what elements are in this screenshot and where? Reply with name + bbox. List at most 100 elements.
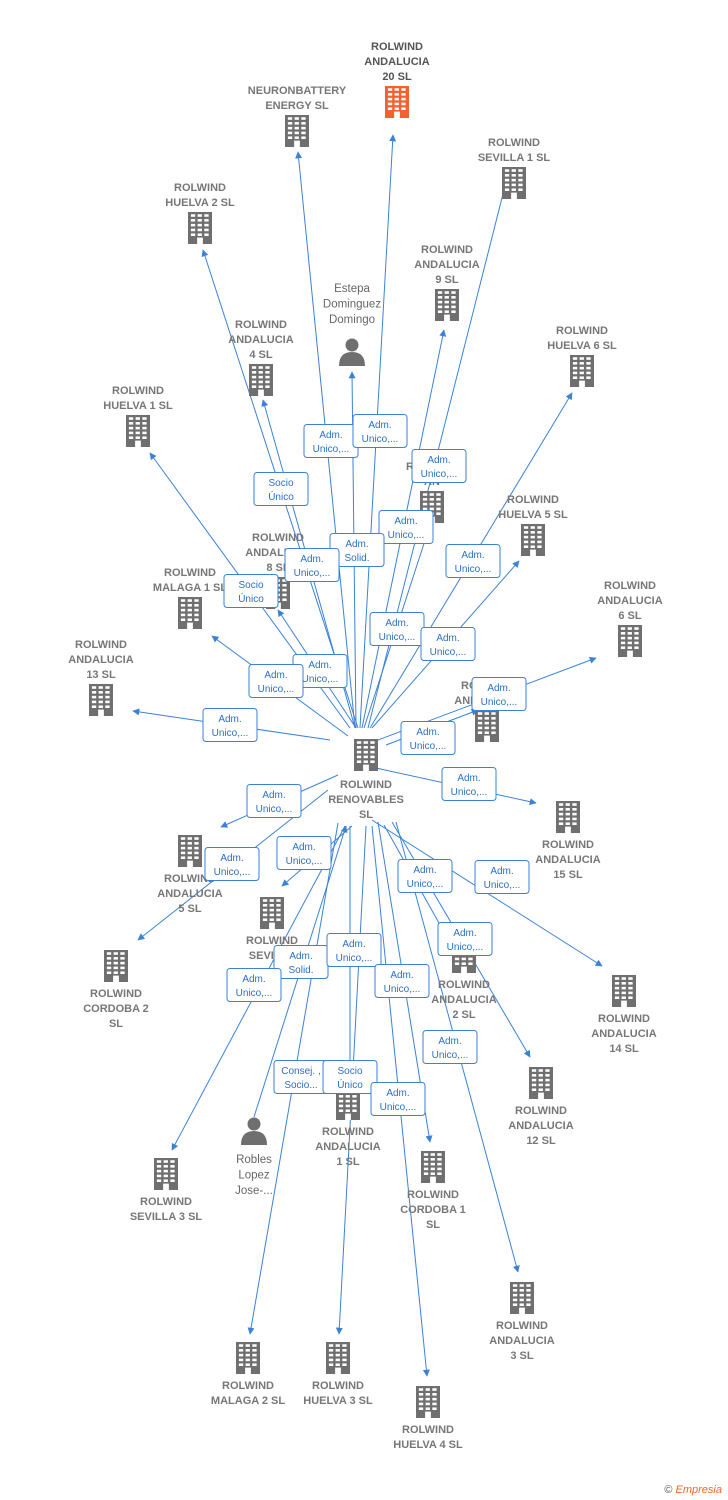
building-icon <box>421 1151 445 1183</box>
relation-label-r20[interactable]: Adm.Unico,... <box>204 847 260 881</box>
relation-label-r13[interactable]: Adm.Unico,... <box>248 664 304 698</box>
relation-label-r24[interactable]: Adm.Solid. <box>273 945 329 979</box>
person-node-robles[interactable]: RoblesLopezJose-... <box>235 1117 273 1198</box>
relation-label-r14[interactable]: Adm.Unico,... <box>471 677 527 711</box>
footer-brand[interactable]: ©Empresia <box>664 1484 722 1496</box>
relation-label-r5[interactable]: Adm.Unico,... <box>378 510 434 544</box>
relation-label-r3[interactable]: Adm.Unico,... <box>411 449 467 483</box>
relation-label-text: Adm. <box>436 633 459 644</box>
building-icon <box>502 167 526 199</box>
relation-label-text: Unico,... <box>481 697 518 708</box>
relation-label-box <box>445 544 501 578</box>
relation-label-r26[interactable]: Adm.Unico,... <box>226 968 282 1002</box>
node-label-line: ROLWIND <box>604 580 656 592</box>
relation-label-r27[interactable]: Adm.Unico,... <box>374 964 430 998</box>
relation-label-r17[interactable]: Adm.Unico,... <box>441 767 497 801</box>
relation-label-r11[interactable]: Adm.Unico,... <box>420 627 476 661</box>
node-label-line: ROLWIND <box>515 1105 567 1117</box>
relation-label-box <box>422 1030 478 1064</box>
node-label-line: ANDALUCIA <box>431 994 496 1006</box>
relation-label-r7[interactable]: Adm.Unico,... <box>284 548 340 582</box>
relation-label-r22[interactable]: Adm.Unico,... <box>474 860 530 894</box>
relation-label-text: Único <box>337 1078 363 1091</box>
relation-label-text: Unico,... <box>451 787 488 798</box>
relation-label-text: Unico,... <box>384 984 421 995</box>
relation-label-r15[interactable]: Adm.Unico,... <box>202 708 258 742</box>
relation-label-r21[interactable]: Adm.Unico,... <box>397 859 453 893</box>
node-label-line: SL <box>109 1018 123 1030</box>
relation-label-r1[interactable]: Adm.Unico,... <box>303 424 359 458</box>
brand-name: Empresia <box>675 1484 722 1496</box>
relation-label-r8[interactable]: Adm.Unico,... <box>445 544 501 578</box>
node-label-line: HUELVA 5 SL <box>498 509 568 521</box>
node-label-line: ANDALUCIA <box>414 259 479 271</box>
node-label-line: ANDALUCIA <box>364 56 429 68</box>
relation-label-text: Unico,... <box>236 988 273 999</box>
relation-label-text: Único <box>268 490 294 503</box>
building-icon <box>236 1342 260 1374</box>
node-label-line: ROLWIND <box>407 1189 459 1201</box>
node-label-line: ROLWIND <box>496 1320 548 1332</box>
relation-label-text: Unico,... <box>407 879 444 890</box>
node-label-line: 3 SL <box>510 1350 534 1362</box>
relation-label-text: Unico,... <box>388 530 425 541</box>
node-label-line: HUELVA 1 SL <box>103 400 173 412</box>
relation-label-text: Unico,... <box>455 564 492 575</box>
relation-label-r2[interactable]: Adm.Unico,... <box>352 414 408 448</box>
relation-label-r10[interactable]: Adm.Unico,... <box>369 612 425 646</box>
node-label-line: HUELVA 3 SL <box>303 1395 373 1407</box>
node-label-line: HUELVA 6 SL <box>547 340 617 352</box>
relation-label-r25[interactable]: Adm.Unico,... <box>326 933 382 967</box>
relation-label-r28[interactable]: Adm.Unico,... <box>422 1030 478 1064</box>
node-label-line: NEURONBATTERY <box>248 85 347 97</box>
building-icon <box>249 364 273 396</box>
relation-label-r23[interactable]: Adm.Unico,... <box>437 922 493 956</box>
relation-label-r18[interactable]: Adm.Unico,... <box>246 784 302 818</box>
relation-label-r16[interactable]: Adm.Unico,... <box>400 721 456 755</box>
relation-label-box <box>397 859 453 893</box>
relation-label-box <box>322 1060 378 1094</box>
node-label-line: Dominguez <box>323 299 381 311</box>
relation-labels-layer: Adm.Unico,...Adm.Unico,...Adm.Unico,...S… <box>202 414 530 1116</box>
node-label-line: ANDALUCIA <box>315 1141 380 1153</box>
relation-label-text: Unico,... <box>379 632 416 643</box>
relation-label-r30[interactable]: Consej. ,Socio... <box>273 1060 329 1094</box>
relation-label-r19[interactable]: Adm.Unico,... <box>276 836 332 870</box>
relation-label-r32[interactable]: Adm.Unico,... <box>370 1082 426 1116</box>
relation-label-r6[interactable]: Adm.Solid. <box>329 533 385 567</box>
relation-label-box <box>437 922 493 956</box>
person-icon <box>241 1117 267 1145</box>
building-icon <box>618 625 642 657</box>
